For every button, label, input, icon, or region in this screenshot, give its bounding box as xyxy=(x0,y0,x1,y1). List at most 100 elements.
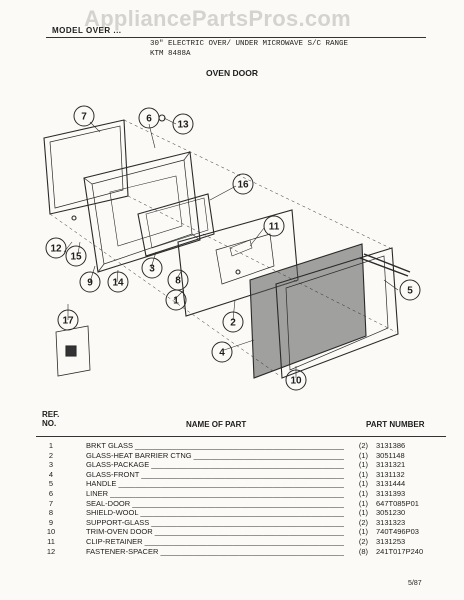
part-name-cell: SEAL-DOOR xyxy=(86,499,346,509)
callout-3 xyxy=(141,257,163,279)
callout-4-label: 4 xyxy=(219,348,225,359)
part-name-cell: GLASS-PACKAGE xyxy=(86,460,346,470)
part-number-cell: 647T085P01 xyxy=(376,498,419,508)
callout-15-label: 15 xyxy=(70,252,82,263)
ref-cell: 12 xyxy=(46,546,56,556)
table-row: 1 BRKT GLASS(2) 3131386 xyxy=(36,441,446,451)
quantity-cell: (2) xyxy=(344,517,368,528)
ref-cell: 2 xyxy=(48,450,54,460)
callout-12-label: 12 xyxy=(50,244,62,255)
callout-5-label: 5 xyxy=(407,286,413,297)
model-number: KTM 8488A xyxy=(150,50,191,58)
part-number-cell: 3131132 xyxy=(376,469,405,479)
quantity-cell: (8) xyxy=(344,546,368,557)
quantity-cell: (2) xyxy=(344,536,368,547)
name-header: NAME OF PART xyxy=(186,420,247,429)
callout-1 xyxy=(165,289,187,311)
part-name-cell: TRIM-OVEN DOOR xyxy=(86,527,346,537)
callout-16-label: 16 xyxy=(237,180,249,191)
callout-14-label: 14 xyxy=(112,278,124,289)
callout-15 xyxy=(65,245,87,267)
part-number-cell: 3051148 xyxy=(376,450,405,460)
ref-header: REF. NO. xyxy=(42,410,59,428)
document-title: 30" ELECTRIC OVER/ UNDER MICROWAVE S/C R… xyxy=(150,40,349,48)
callout-17-label: 17 xyxy=(62,316,74,327)
callout-8-label: 8 xyxy=(175,276,181,287)
callout-10-label: 10 xyxy=(290,376,302,387)
part-number-cell: 3131393 xyxy=(376,488,406,498)
callout-16 xyxy=(232,173,254,195)
callout-12 xyxy=(45,237,67,259)
callout-7-label: 7 xyxy=(81,112,87,123)
part-number-cell: 740T496P03 xyxy=(376,527,419,537)
trim-door-part xyxy=(275,247,399,379)
quantity-cell: (1) xyxy=(344,488,368,499)
ref-cell: 11 xyxy=(47,536,55,546)
part-name-cell: LINER xyxy=(86,489,346,499)
quantity-cell: (1) xyxy=(344,527,368,537)
callout-9-label: 9 xyxy=(87,278,93,289)
footer-date: 5/87 xyxy=(408,580,422,587)
table-row: 2 GLASS-HEAT BARRIER CTNG(1) 3051148 xyxy=(36,450,446,461)
table-row: 9 SUPPORT-GLASS(2) 3131323 xyxy=(36,517,446,528)
callout-5 xyxy=(399,279,421,301)
part-number-cell: 3051230 xyxy=(376,508,406,518)
table-row: 11 CLIP-RETAINER(2) 3131253 xyxy=(36,536,446,547)
part-name-cell: GLASS-FRONT xyxy=(86,470,346,480)
inset-spacer-detail xyxy=(55,325,91,377)
callout-2 xyxy=(222,311,244,333)
part-number-header: PART NUMBER xyxy=(366,420,425,429)
watermark: AppliancePartsPros.com xyxy=(84,6,352,31)
callout-17 xyxy=(57,309,79,331)
ref-cell: 9 xyxy=(48,517,54,527)
part-number-cell: 3131321 xyxy=(376,460,406,470)
callout-6-label: 6 xyxy=(146,114,152,125)
ref-cell: 5 xyxy=(48,479,54,489)
part-name-cell: SHIELD-WOOL xyxy=(86,508,346,518)
quantity-cell: (1) xyxy=(344,498,368,509)
handle-part xyxy=(359,253,411,277)
callout-4 xyxy=(211,341,233,363)
callout-2-label: 2 xyxy=(230,318,236,329)
ref-header-line1: REF. xyxy=(42,410,60,419)
quantity-cell: (1) xyxy=(344,450,368,461)
part-number-cell: 3131386 xyxy=(376,441,406,450)
table-row: 7 SEAL-DOOR(1) 647T085P01 xyxy=(36,498,446,509)
quantity-cell: (2) xyxy=(344,441,368,451)
callout-14 xyxy=(107,271,129,293)
ref-cell: 8 xyxy=(48,508,54,518)
part-number-cell: 3131323 xyxy=(376,517,406,527)
callout-11-label: 11 xyxy=(269,222,280,233)
part-name-cell: SUPPORT-GLASS xyxy=(86,518,346,528)
ref-cell: 7 xyxy=(48,498,54,508)
callout-9 xyxy=(79,271,101,293)
parts-table: REF. NO. NAME OF PART PART NUMBER 1 BRKT … xyxy=(36,410,446,557)
quantity-cell: (1) xyxy=(344,508,368,518)
parts-table-rule xyxy=(36,436,446,437)
table-row: 6 LINER(1) 3131393 xyxy=(36,488,446,499)
glass-front-part xyxy=(249,243,367,379)
callout-7 xyxy=(73,105,95,127)
ref-cell: 1 xyxy=(48,441,54,450)
part-name-cell: GLASS-HEAT BARRIER CTNG xyxy=(86,451,346,461)
ref-cell: 6 xyxy=(48,488,54,498)
quantity-cell: (1) xyxy=(344,469,368,480)
quantity-cell: (1) xyxy=(344,479,368,489)
header-rule xyxy=(46,37,426,38)
part-number-cell: 3131253 xyxy=(376,536,406,546)
callout-10 xyxy=(285,369,307,391)
part-name-cell: BRKT GLASS xyxy=(86,441,346,451)
callout-13 xyxy=(172,113,194,135)
glass-package-part xyxy=(137,193,215,257)
liner-part xyxy=(83,151,201,273)
ref-header-line2: NO. xyxy=(42,419,57,428)
part-name-cell: CLIP-RETAINER xyxy=(86,537,346,547)
parts-table-header: REF. NO. NAME OF PART PART NUMBER xyxy=(36,410,446,436)
table-row: 8 SHIELD-WOOL(1) 3051230 xyxy=(36,508,446,518)
